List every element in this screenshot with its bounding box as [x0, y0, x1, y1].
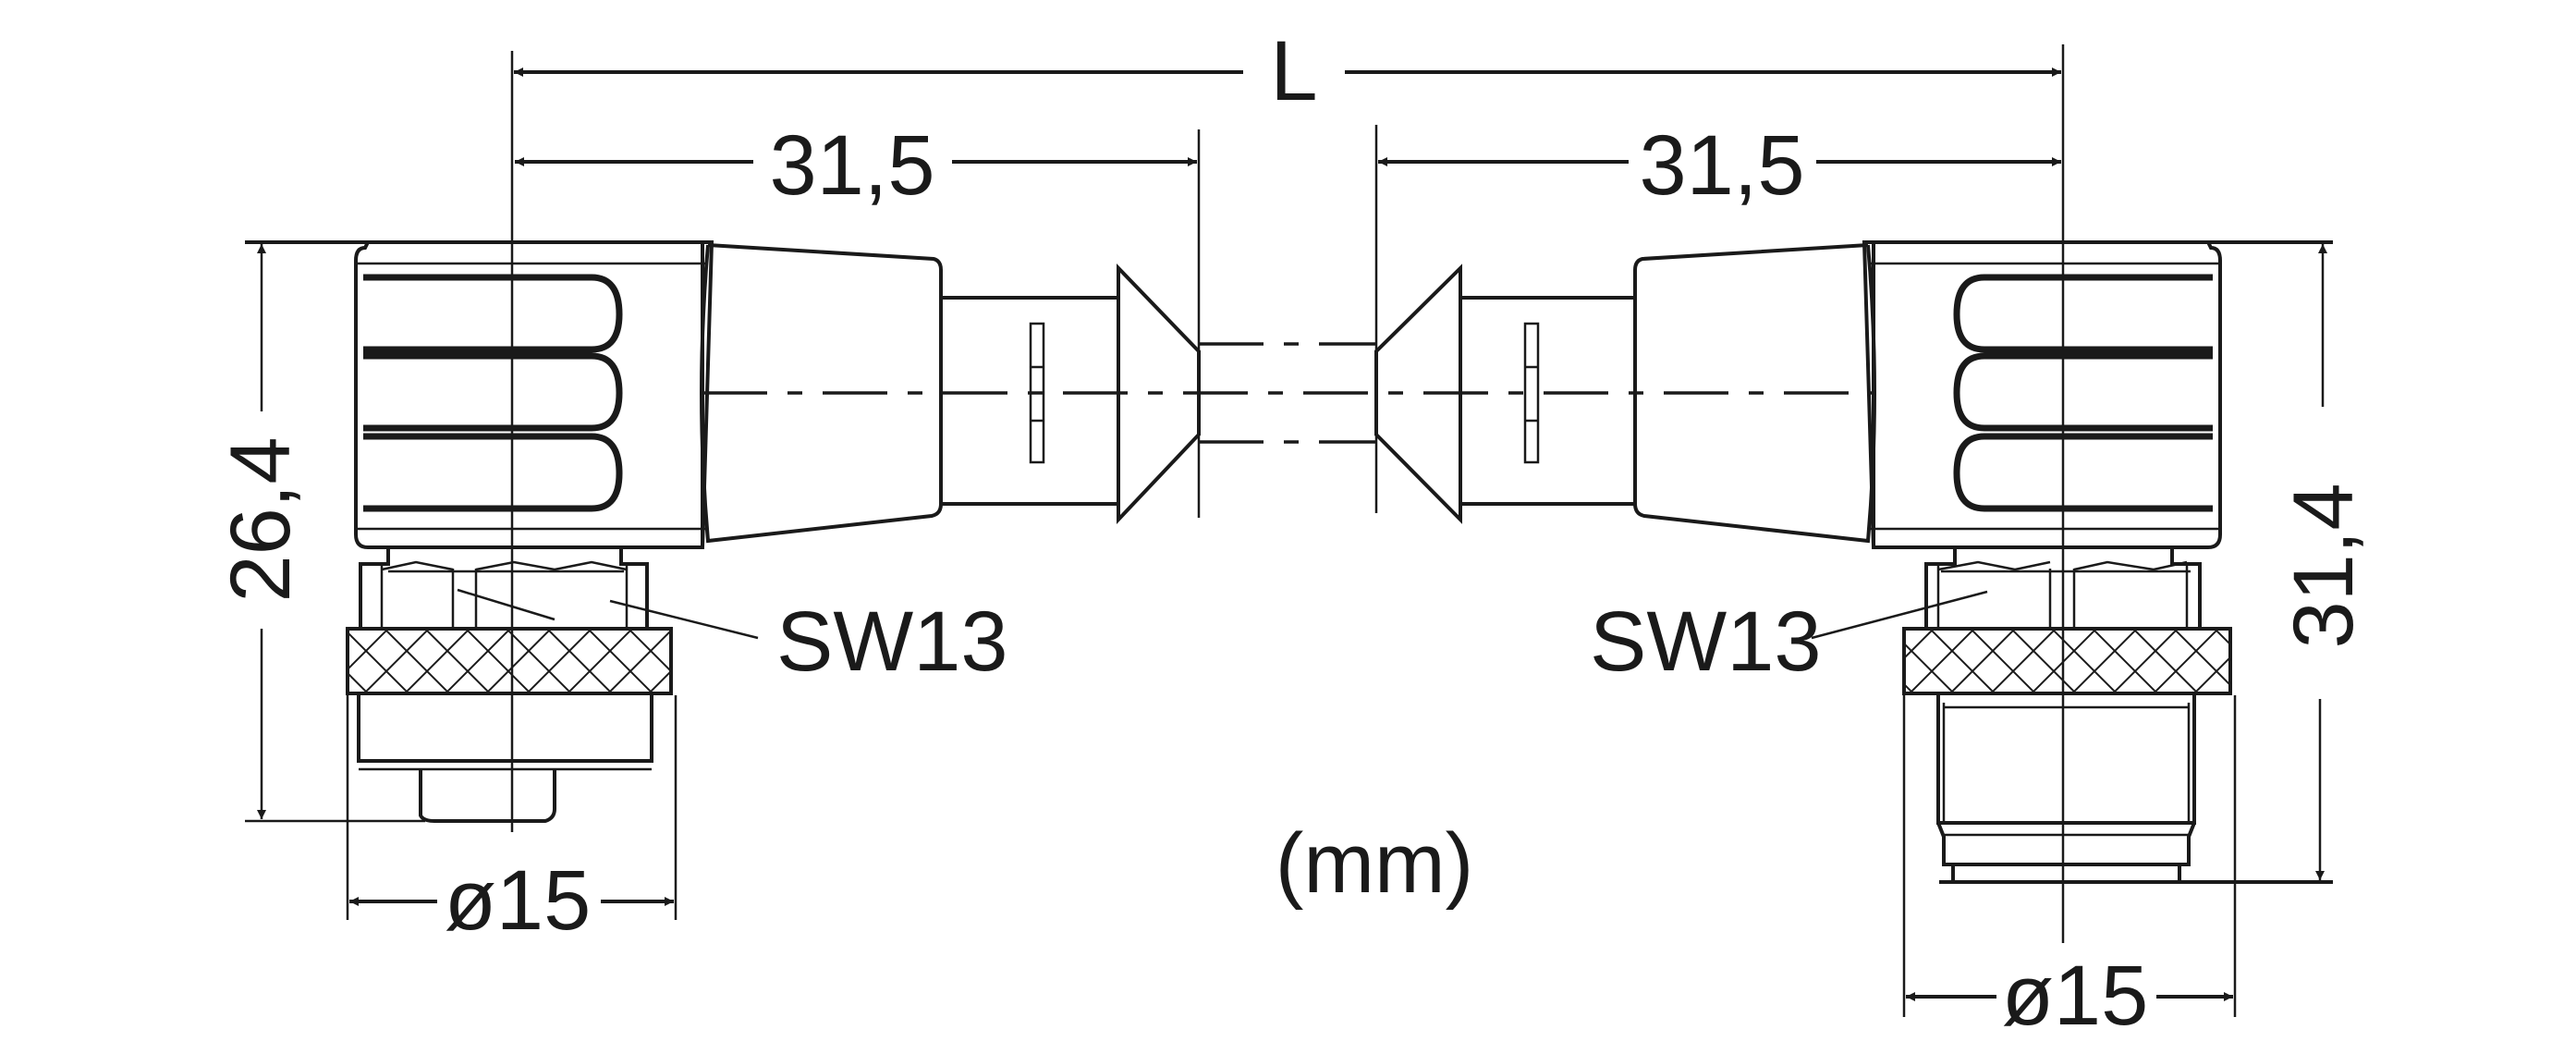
dimension-left-height: 26,4 [214, 240, 467, 823]
label-left-diameter: ø15 [445, 853, 592, 948]
dimension-left-offset: 31,5 [515, 118, 1201, 518]
label-left-offset: 31,5 [769, 118, 934, 213]
label-right-diameter: ø15 [2002, 949, 2149, 1043]
label-length: L [1270, 24, 1317, 118]
label-left-height: 26,4 [214, 436, 308, 602]
left-connector: ø15 SW13 [346, 240, 1201, 948]
label-left-wrench: SW13 [776, 594, 1008, 689]
right-connector: ø15 SW13 [1374, 240, 2237, 1043]
cable [702, 342, 1876, 444]
dimension-overall-length: L [510, 24, 2065, 943]
label-right-offset: 31,5 [1639, 118, 1804, 213]
dimension-right-offset: 31,5 [1374, 118, 2061, 513]
label-unit: (mm) [1276, 816, 1474, 911]
label-right-height: 31,4 [2277, 483, 2371, 648]
label-right-wrench: SW13 [1590, 594, 1822, 689]
